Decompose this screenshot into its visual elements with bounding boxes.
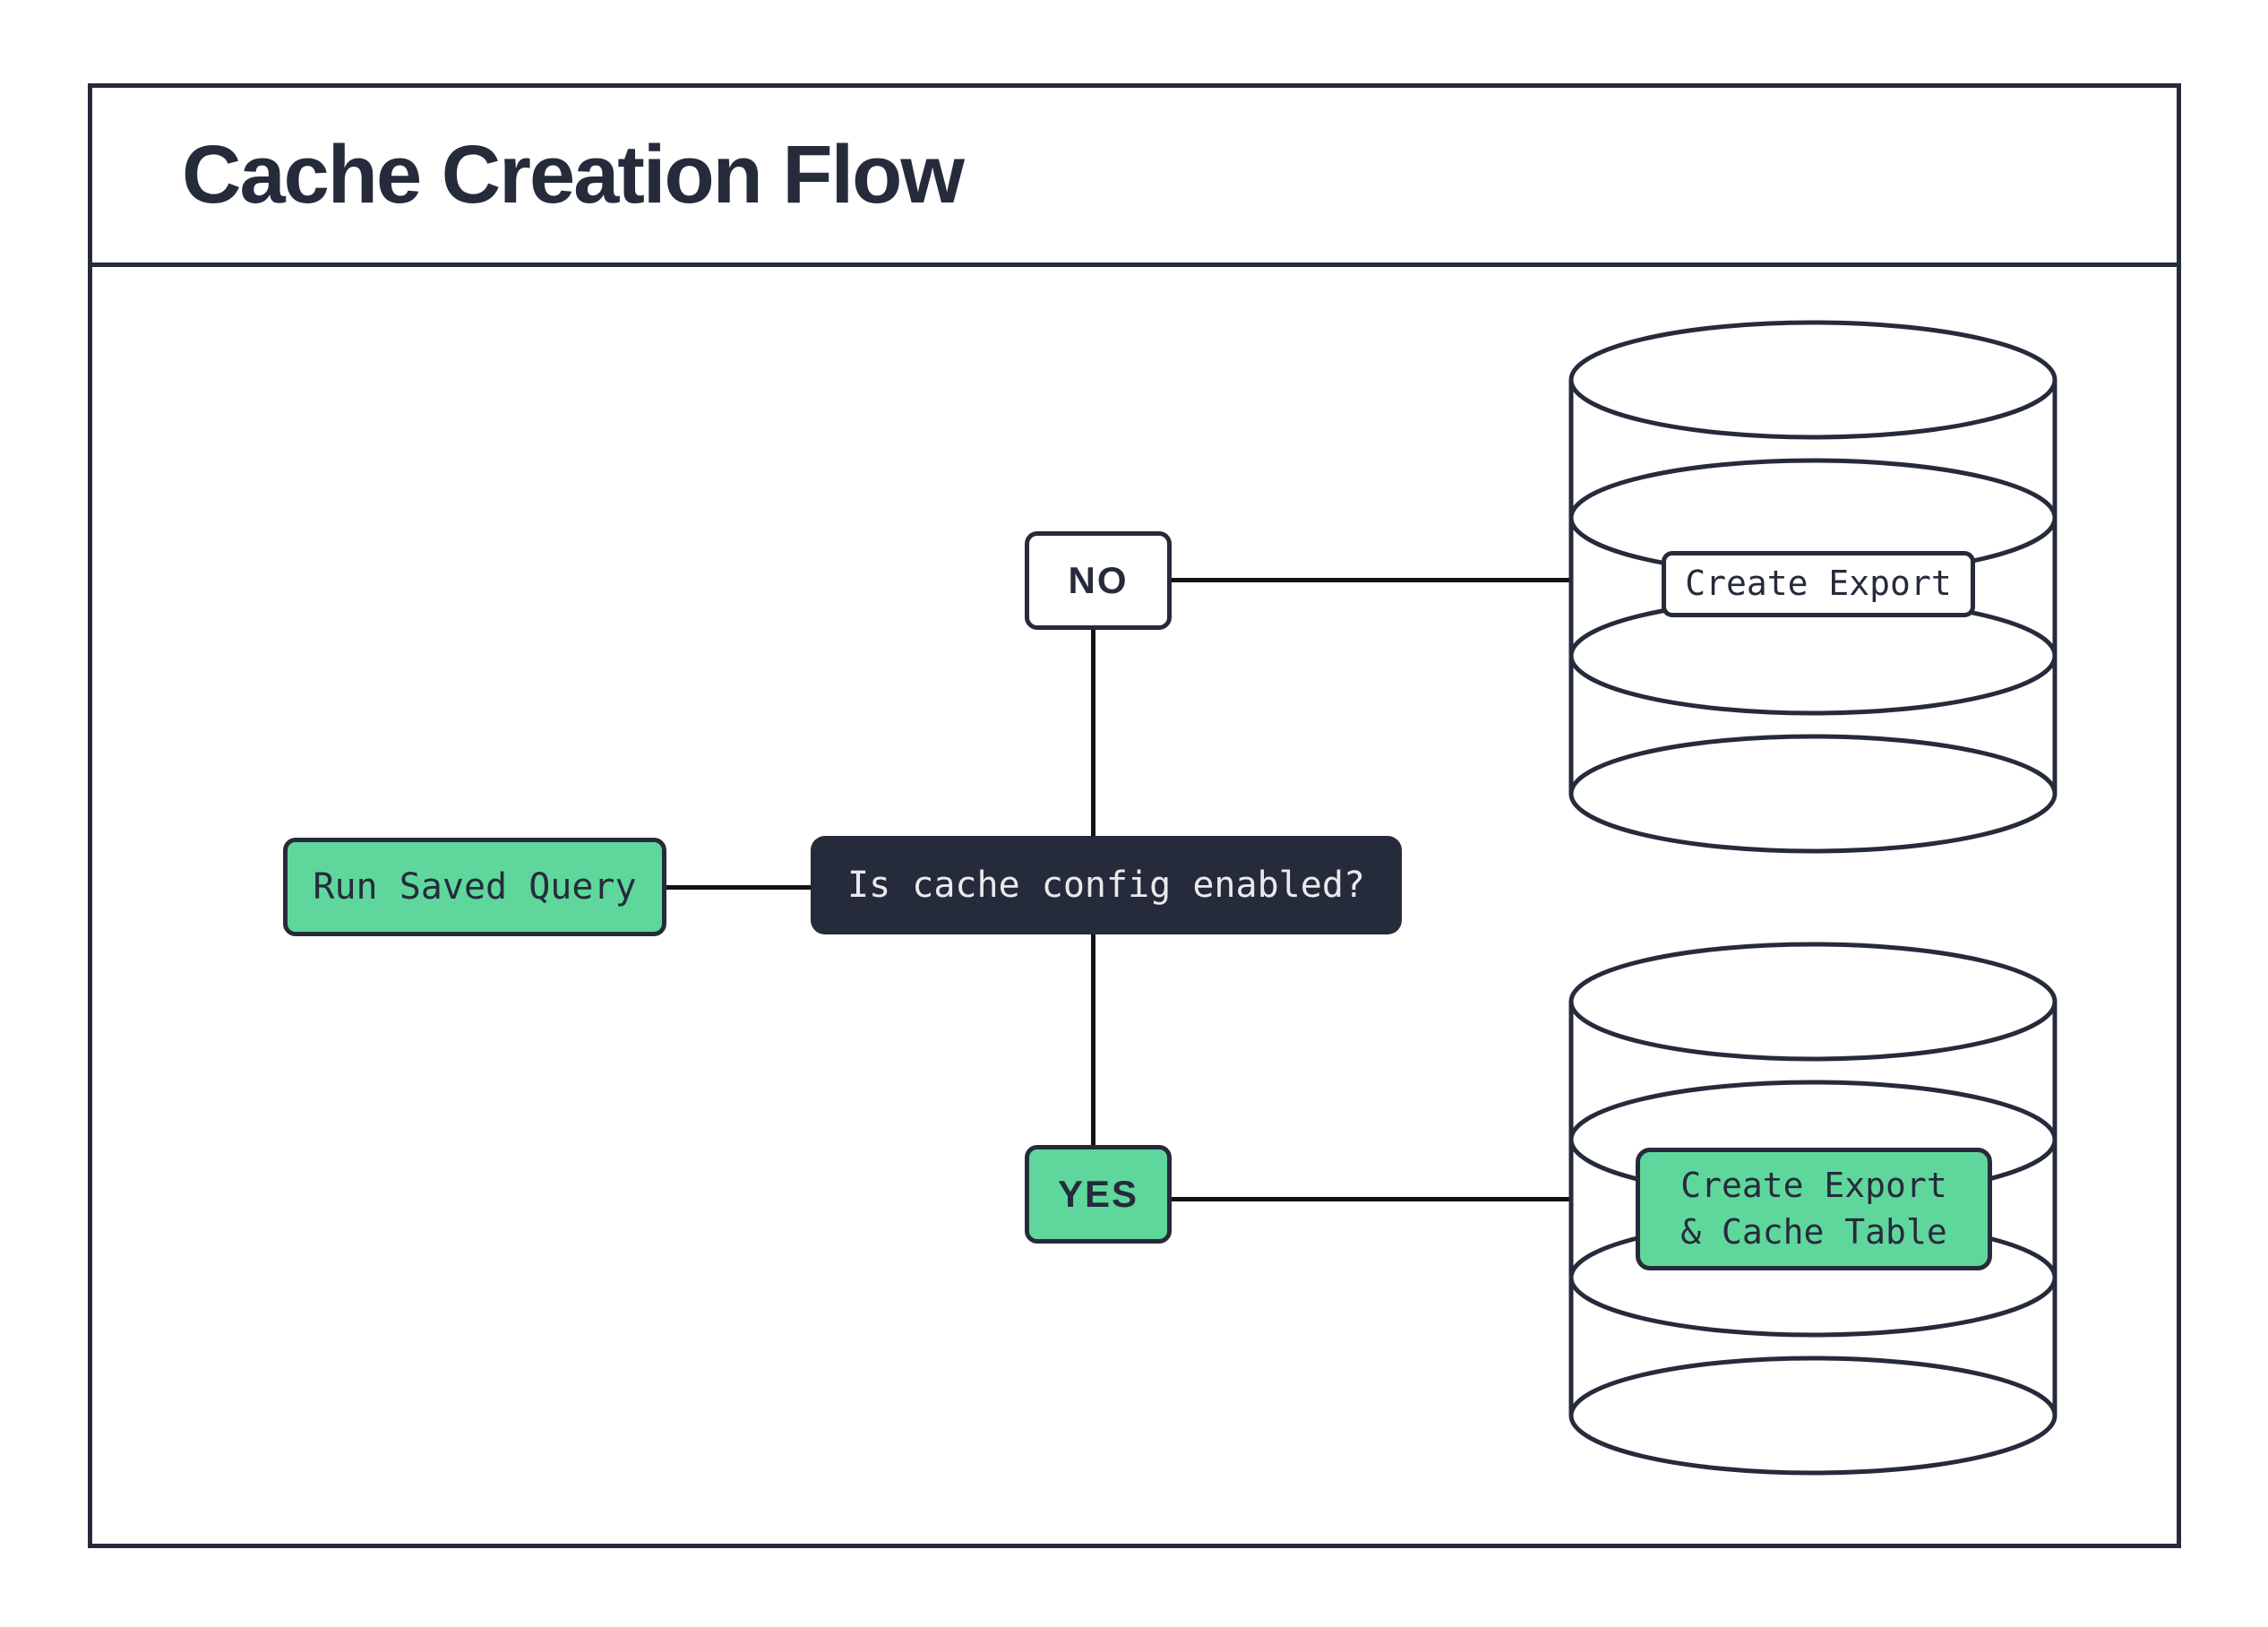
label-create-export: Create Export — [1662, 551, 1975, 617]
connector-no-to-database — [1170, 578, 1571, 582]
title-bar: Cache Creation Flow — [92, 88, 2177, 267]
connector-yes-to-database — [1170, 1197, 1571, 1201]
connector-decision-to-no — [1091, 628, 1095, 838]
node-decision-cache-config: Is cache config enabled? — [811, 836, 1402, 934]
connector-start-to-decision — [665, 885, 812, 890]
node-yes-label: YES — [1025, 1145, 1172, 1244]
node-no-label: NO — [1025, 531, 1172, 630]
database-cylinder-graphic — [1568, 942, 2058, 1476]
diagram-frame: Cache Creation Flow — [88, 83, 2181, 1548]
page-title: Cache Creation Flow — [182, 129, 965, 220]
connector-decision-to-yes — [1091, 933, 1095, 1147]
node-run-saved-query: Run Saved Query — [283, 838, 666, 936]
label-create-export-cache-table: Create Export & Cache Table — [1636, 1148, 1992, 1270]
database-icon — [1568, 941, 2058, 1480]
